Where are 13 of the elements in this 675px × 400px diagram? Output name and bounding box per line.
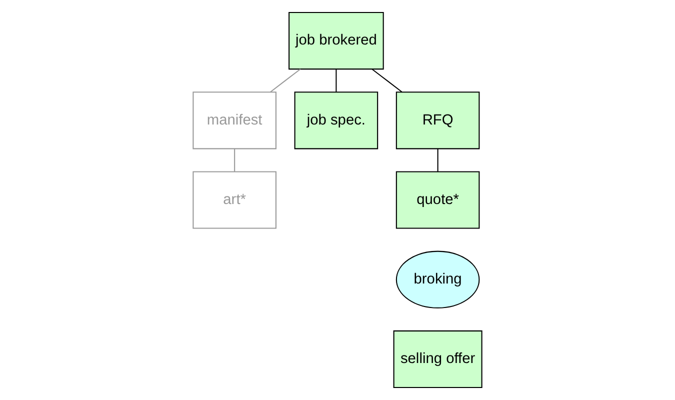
node-box: job spec. [294, 92, 378, 150]
connector [336, 69, 337, 92]
connector [234, 148, 236, 172]
connector [372, 68, 402, 92]
node-box: RFQ [396, 92, 480, 150]
node-ellipse: broking [396, 250, 480, 308]
connector [437, 148, 438, 172]
node-box: quote* [396, 171, 480, 229]
node-box: art* [192, 171, 276, 229]
node-box: manifest [192, 92, 276, 150]
node-box: job brokered [288, 12, 384, 70]
node-box: selling offer [393, 330, 482, 388]
connector [270, 68, 301, 92]
